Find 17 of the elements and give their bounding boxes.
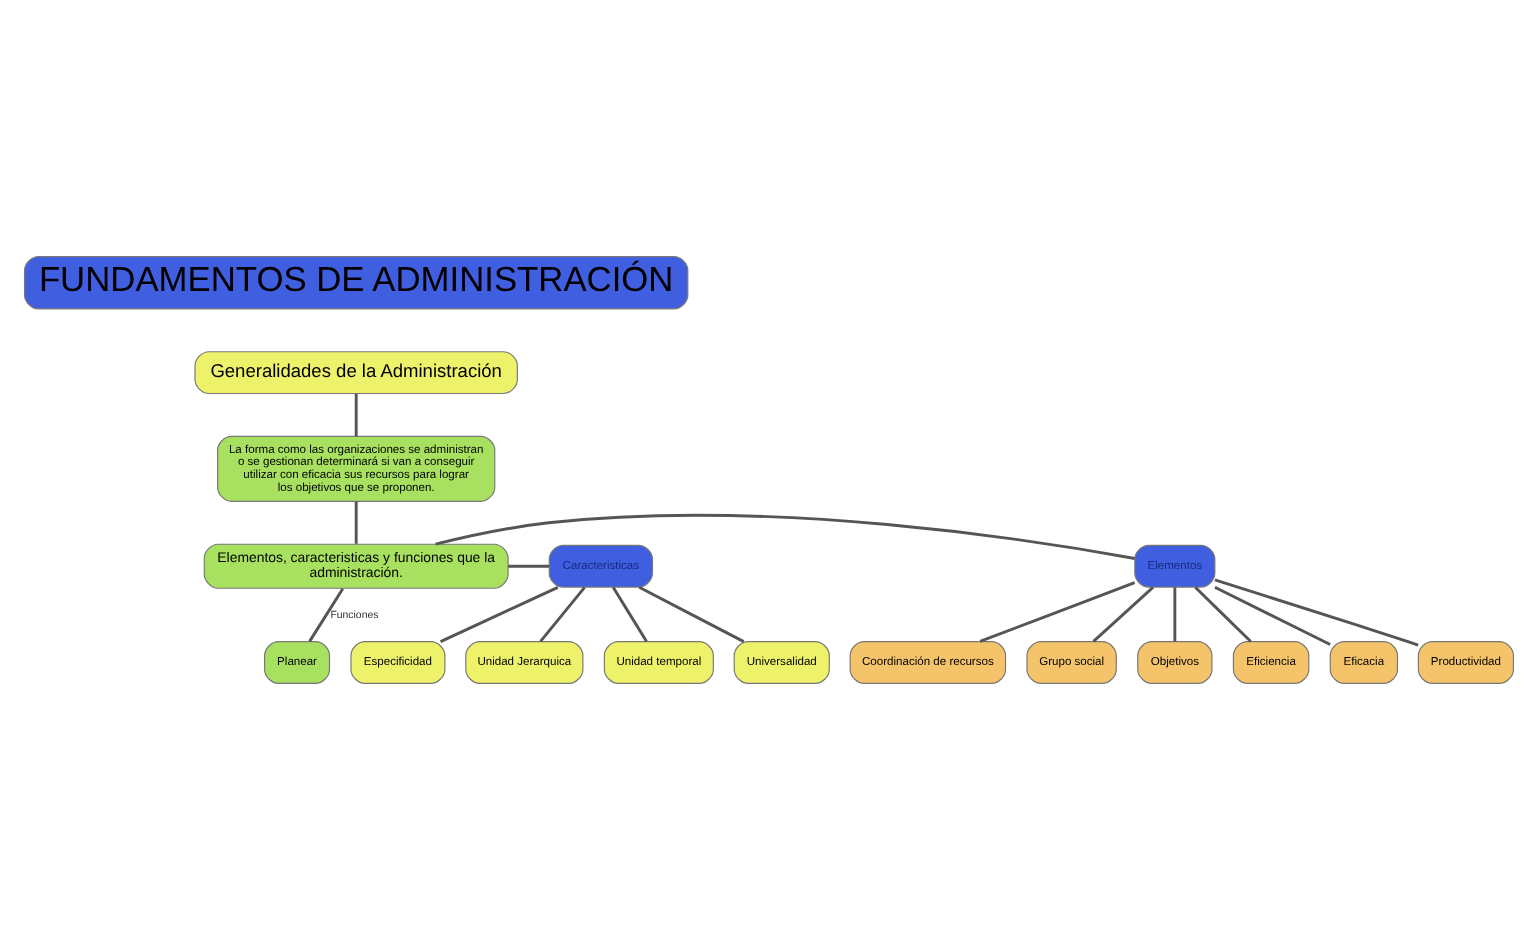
node-box: FUNDAMENTOS DE ADMINISTRACIÓN [22,256,688,310]
connector [978,581,1135,643]
connector [538,586,585,643]
connector [307,587,343,643]
connector [1213,578,1418,647]
connector [637,586,744,643]
connector [1091,586,1153,643]
connector [353,393,357,437]
connector [1213,586,1330,646]
connector [438,586,558,643]
connector [507,564,549,568]
connector [434,513,1135,560]
node-box: Generalidades de la Administración [193,351,517,395]
connector [610,586,647,643]
connector [353,501,357,544]
connector [1172,587,1176,642]
connector [1193,586,1251,643]
